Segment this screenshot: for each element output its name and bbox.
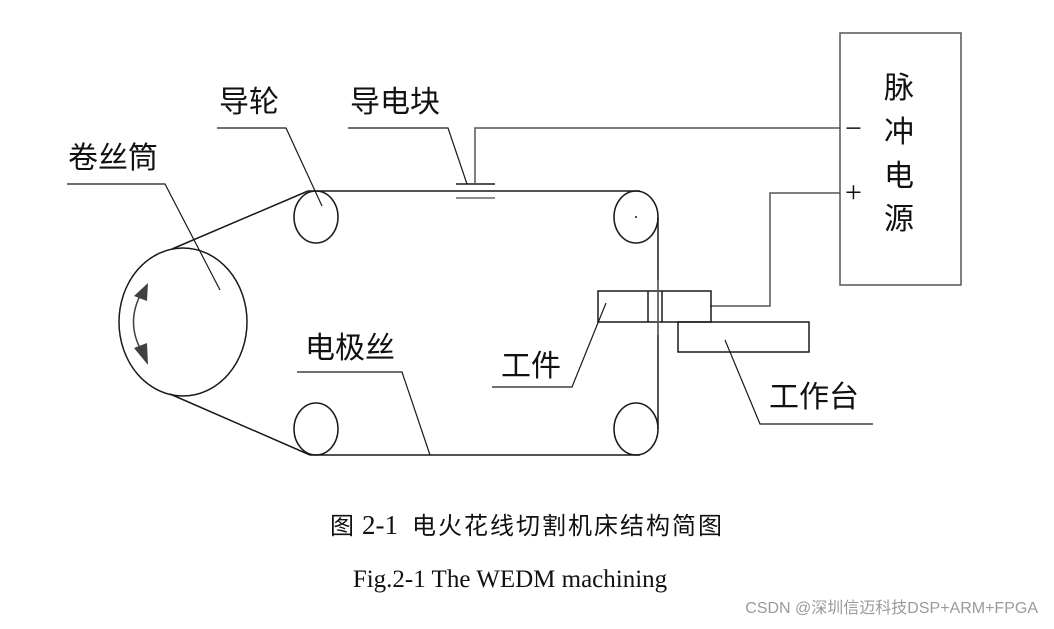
label-conductive-block: 导电块 [350,85,440,120]
leader-workpiece [492,302,607,388]
label-workpiece: 工件 [501,349,561,384]
workpiece [597,290,712,323]
electrode-wire [169,190,659,456]
power-supply-char-3: 电 [884,159,914,194]
rotation-arrow-icon [132,283,148,365]
positive-lead-wire [710,192,840,307]
leader-wire-drum [67,183,221,291]
label-electrode-wire: 电极丝 [305,331,395,366]
positive-terminal-sign: + [845,176,862,209]
leader-conductive-block [348,127,468,185]
leader-electrode-wire [297,371,431,456]
guide-wheel-top-left [293,190,339,244]
worktable [677,321,810,353]
wheel-center-dot [635,216,637,218]
caption-number: 2-1 [362,510,398,540]
power-supply-char-1: 脉 [884,71,914,106]
pulse-power-supply-box [839,32,962,286]
negative-terminal-sign: − [845,112,862,145]
guide-wheel-bottom-right [613,402,659,456]
caption-prefix: 图 [330,512,356,540]
power-supply-char-4: 源 [884,202,914,237]
leader-guide-wheel [217,127,323,207]
wire-drum [118,247,248,397]
power-supply-char-2: 冲 [884,115,914,150]
label-wire-drum: 卷丝筒 [68,141,158,176]
guide-wheel-bottom-left [293,402,339,456]
caption-title: 电火花线切割机床结构简图 [412,512,724,540]
leader-lines [67,127,873,456]
leader-worktable [724,339,873,425]
negative-lead-wire [474,127,840,184]
label-guide-wheel: 导轮 [219,85,279,120]
figure-caption-english: Fig.2-1 The WEDM machining [352,566,668,593]
label-worktable: 工作台 [769,380,859,415]
watermark: CSDN @深圳信迈科技DSP+ARM+FPGA [745,600,1038,617]
